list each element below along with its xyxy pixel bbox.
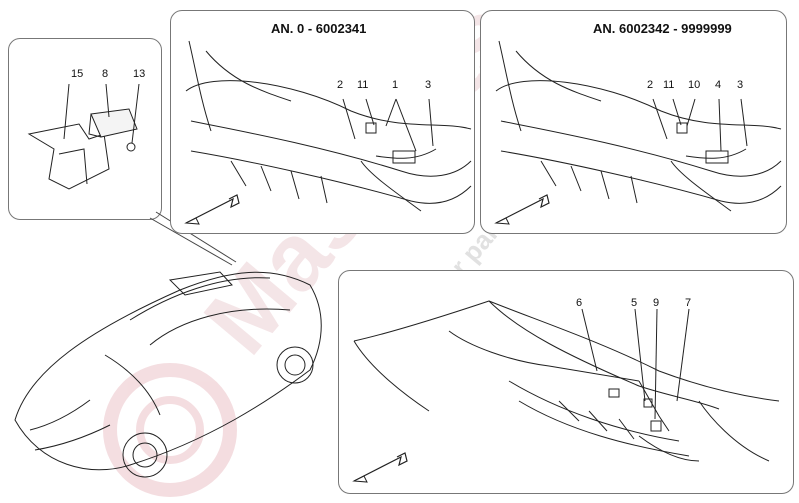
callout-4: 4 (715, 79, 722, 91)
callout-11: 11 (663, 79, 675, 91)
callout-3: 3 (737, 79, 744, 91)
callout-11: 11 (357, 79, 369, 91)
callout-2: 2 (337, 79, 344, 91)
callout-15: 15 (71, 68, 84, 80)
direction-arrow-icon (184, 194, 240, 225)
control-unit-bracket-drawing (27, 83, 140, 190)
callout-6: 6 (576, 297, 583, 309)
panel-title-late: AN. 6002342 - 9999999 (593, 21, 732, 36)
callout-1: 1 (392, 79, 399, 91)
callout-7: 7 (685, 297, 692, 309)
rear-bumper-drawing (353, 300, 780, 462)
front-bumper-drawing-late (495, 40, 782, 212)
car-overview-drawing (14, 271, 322, 478)
direction-arrow-icon (494, 194, 550, 225)
callout-3: 3 (425, 79, 432, 91)
panel-title-early: AN. 0 - 6002341 (271, 21, 367, 36)
callout-9: 9 (653, 297, 660, 309)
callout-5: 5 (631, 297, 638, 309)
front-bumper-drawing-early (185, 40, 472, 212)
direction-arrow-icon (352, 452, 408, 483)
callout-10: 10 (688, 79, 701, 91)
front-bumper-panel-early: AN. 0 - 6002341 2 11 1 3 (170, 10, 475, 234)
callout-8: 8 (102, 68, 109, 80)
callout-2: 2 (647, 79, 654, 91)
detail-panel: 15 8 13 (8, 38, 162, 220)
front-bumper-panel-late: AN. 6002342 - 9999999 2 11 10 4 3 (480, 10, 787, 234)
callout-13: 13 (133, 68, 146, 80)
rear-bumper-panel: 6 5 9 7 (338, 270, 794, 494)
